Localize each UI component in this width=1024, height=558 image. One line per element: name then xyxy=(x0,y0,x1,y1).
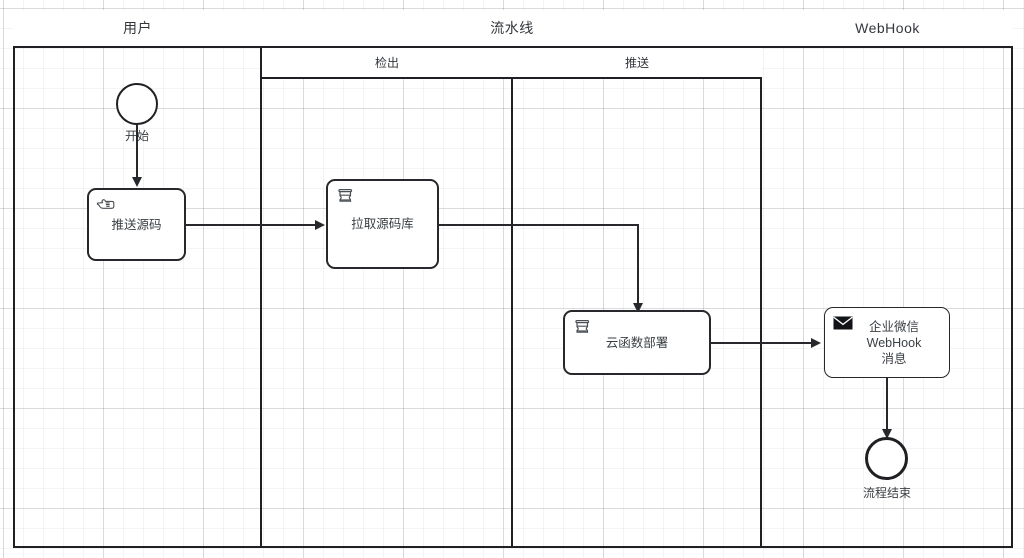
task-wecom-webhook-message-label: 企业微信 WebHook 消息 xyxy=(866,319,922,366)
task-deploy-function-label: 云函数部署 xyxy=(605,335,669,350)
edge-wecom-msg-to-end-arrowhead xyxy=(882,429,892,439)
envelope-icon xyxy=(833,316,853,330)
pool-header-user: 用户 xyxy=(13,10,262,48)
edge-start-to-push-source xyxy=(136,125,138,179)
edge-pull-repo-to-deploy-fn-horizontal xyxy=(439,224,639,226)
pointing-hand-icon xyxy=(96,196,115,212)
script-icon xyxy=(572,318,590,334)
pool-header-webhook-label: WebHook xyxy=(855,20,920,36)
task-pull-repo[interactable]: 拉取源码库 xyxy=(326,179,439,269)
pool-frame xyxy=(13,10,1013,548)
script-icon xyxy=(335,187,353,203)
edge-wecom-msg-to-end xyxy=(886,378,888,431)
task-deploy-function[interactable]: 云函数部署 xyxy=(563,310,711,375)
edge-start-to-push-source-arrowhead xyxy=(132,177,142,187)
task-wecom-webhook-message[interactable]: 企业微信 WebHook 消息 xyxy=(824,307,950,378)
pool-header-user-label: 用户 xyxy=(123,20,152,36)
sublane-header-push: 推送 xyxy=(512,48,762,79)
edge-deploy-fn-to-wecom-msg xyxy=(711,342,814,344)
edge-pull-repo-to-deploy-fn-arrowhead xyxy=(633,303,643,313)
edge-deploy-fn-to-wecom-msg-arrowhead xyxy=(811,338,821,348)
pool-header-pipeline-label: 流水线 xyxy=(490,20,534,36)
sublane-header-push-label: 推送 xyxy=(624,56,649,70)
sublane-header-checkout: 检出 xyxy=(262,48,512,79)
task-pull-repo-label: 拉取源码库 xyxy=(351,217,414,231)
end-event-label: 流程结束 xyxy=(862,486,911,500)
edge-pull-repo-to-deploy-fn-vertical xyxy=(637,224,639,306)
edge-push-source-to-pull-repo xyxy=(186,224,318,226)
task-push-source-label: 推送源码 xyxy=(111,217,162,232)
start-event[interactable] xyxy=(116,83,158,125)
sublane-divider-checkout-push xyxy=(511,47,513,548)
lane-column-user xyxy=(15,12,262,546)
task-push-source[interactable]: 推送源码 xyxy=(87,188,186,261)
sublane-header-checkout-label: 检出 xyxy=(374,56,399,70)
pool-header-pipeline: 流水线 xyxy=(262,10,762,48)
pool-header-webhook: WebHook xyxy=(762,10,1013,48)
lane-column-pipeline xyxy=(262,12,762,546)
edge-push-source-to-pull-repo-arrowhead xyxy=(315,220,325,230)
end-event[interactable] xyxy=(865,437,908,480)
